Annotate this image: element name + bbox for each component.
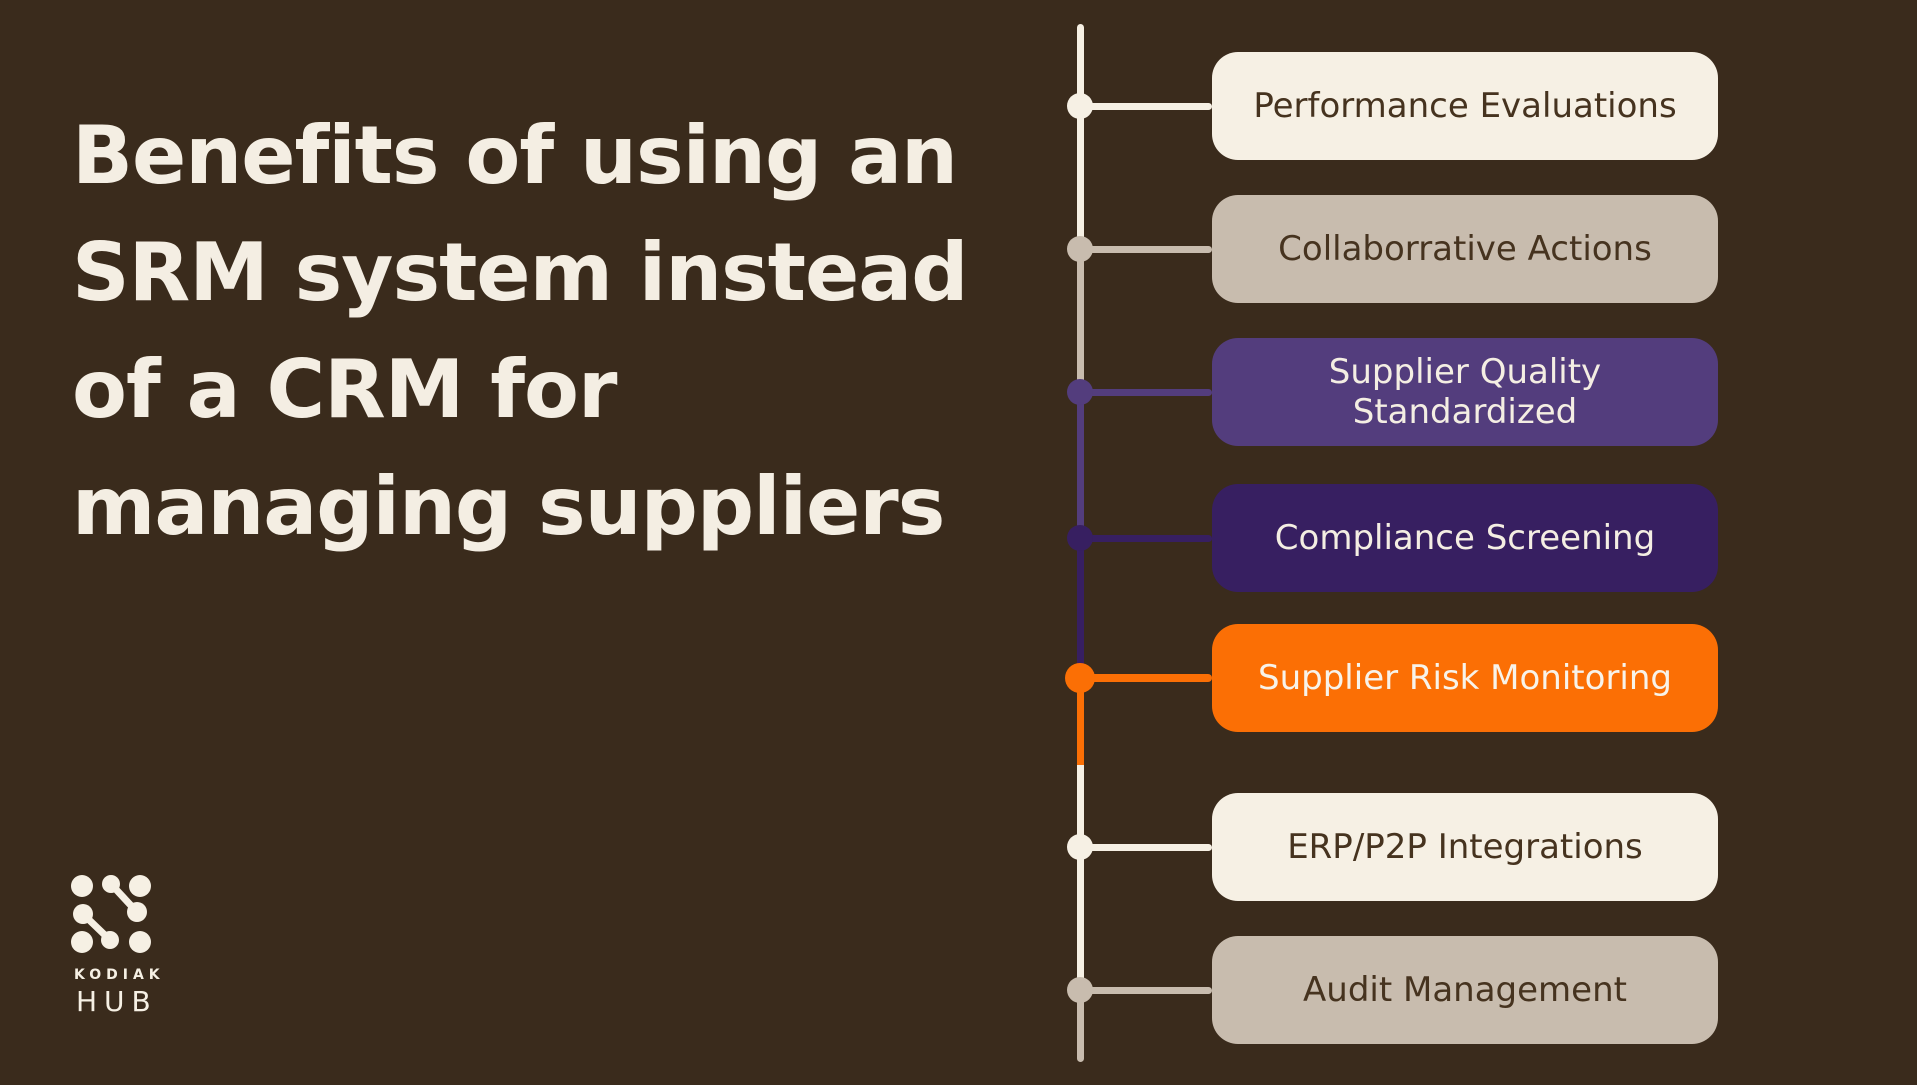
timeline-segment <box>1077 765 1084 990</box>
timeline-connector <box>1080 246 1212 253</box>
timeline-segment <box>1077 538 1084 678</box>
timeline-dot <box>1067 525 1093 551</box>
timeline-segment <box>1077 24 1084 249</box>
benefit-card-label: ERP/P2P Integrations <box>1287 827 1643 867</box>
benefit-card-label: Supplier Risk Monitoring <box>1258 658 1672 698</box>
page-title: Benefits of using an SRM system instead … <box>72 109 969 553</box>
timeline-dot <box>1067 834 1093 860</box>
benefit-card-audit-management: Audit Management <box>1212 936 1718 1044</box>
kodiak-hub-logo: KODIAK HUB <box>69 873 165 1018</box>
timeline-dot <box>1065 663 1095 693</box>
logo-wordmark-hub: HUB <box>76 985 158 1018</box>
timeline-segment <box>1077 678 1084 765</box>
kodiak-hub-logo-icon <box>71 875 151 953</box>
benefit-card-label: Supplier Quality Standardized <box>1328 352 1602 432</box>
logo-wordmark-kodiak: KODIAK <box>74 967 165 983</box>
benefit-card-supplier-risk-monitoring: Supplier Risk Monitoring <box>1212 624 1718 732</box>
benefit-card-supplier-quality-standardized: Supplier Quality Standardized <box>1212 338 1718 446</box>
timeline-dot <box>1067 93 1093 119</box>
timeline-dot <box>1067 977 1093 1003</box>
timeline-connector <box>1080 844 1212 851</box>
timeline-segment <box>1077 249 1084 392</box>
benefit-card-compliance-screening: Compliance Screening <box>1212 484 1718 592</box>
timeline-connector <box>1080 103 1212 110</box>
benefit-card-label: Audit Management <box>1303 970 1627 1010</box>
timeline-connector <box>1080 389 1212 396</box>
timeline-connector <box>1080 674 1212 682</box>
benefit-card-label: Performance Evaluations <box>1253 86 1677 126</box>
timeline-segment <box>1077 990 1084 1062</box>
timeline-connector <box>1080 987 1212 994</box>
timeline-dot <box>1067 379 1093 405</box>
timeline-segment <box>1077 392 1084 538</box>
benefit-card-performance-evaluations: Performance Evaluations <box>1212 52 1718 160</box>
timeline-connector <box>1080 535 1212 542</box>
timeline-dot <box>1067 236 1093 262</box>
benefit-card-erp-p2p-integrations: ERP/P2P Integrations <box>1212 793 1718 901</box>
benefit-card-label: Compliance Screening <box>1274 518 1656 558</box>
benefit-card-collaborrative-actions: Collaborrative Actions <box>1212 195 1718 303</box>
benefit-card-label: Collaborrative Actions <box>1278 229 1652 269</box>
